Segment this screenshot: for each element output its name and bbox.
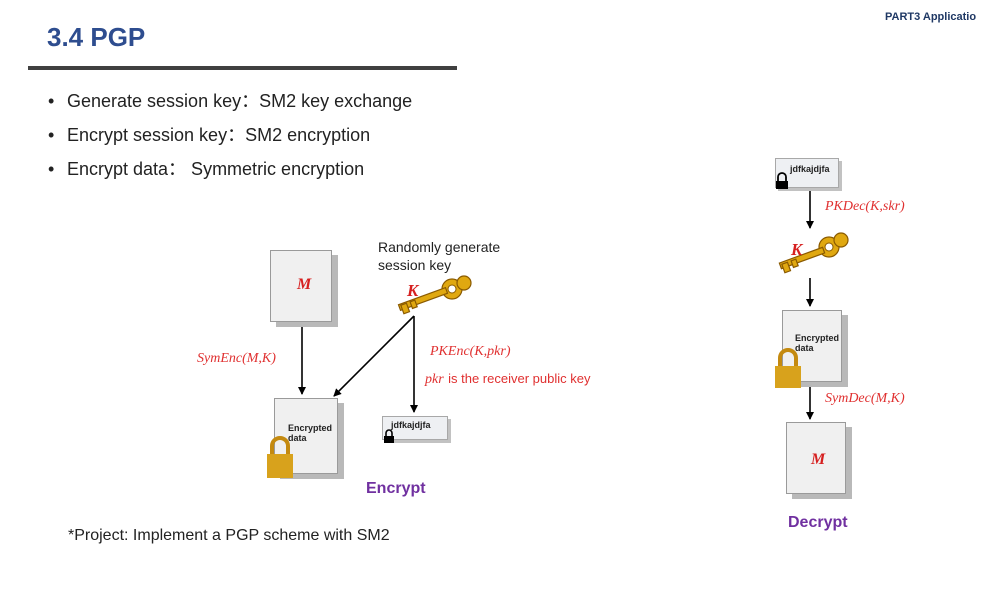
decrypt-key-label: K — [791, 240, 803, 259]
bullet-item: • Encrypt session key：SM2 encryption — [48, 122, 412, 156]
decrypt-message-label: M — [811, 451, 826, 468]
decrypt-small-lock-icon — [776, 172, 788, 189]
symdec-label: SymDec(M,K) — [825, 391, 905, 406]
arrow-key-to-data — [333, 315, 415, 397]
bullet-dot: • — [48, 159, 55, 179]
small-lock-icon — [384, 429, 394, 443]
encrypt-section-label: Encrypt — [366, 480, 426, 497]
decrypt-section-label: Decrypt — [788, 514, 848, 531]
part-label: PART3 Applicatio — [885, 11, 977, 23]
pkdec-label: PKDec(K,skr) — [825, 199, 905, 214]
encrypted-data-label: Encrypted data — [288, 423, 333, 443]
symenc-label: SymEnc(M,K) — [197, 351, 276, 366]
bullet-item: • Encrypt data： Symmetric encryption — [48, 156, 412, 190]
project-note: *Project: Implement a PGP scheme with SM… — [68, 527, 390, 544]
bullet-item: • Generate session key：SM2 key exchange — [48, 88, 412, 122]
pk-symbol: pkr — [425, 372, 444, 387]
decrypt-cipher-label: jdfkajdjfa — [790, 164, 830, 174]
bullet-list: • Generate session key：SM2 key exchange •… — [48, 88, 412, 190]
lock-icon — [267, 436, 293, 478]
bullet-text: Encrypt session key：SM2 encryption — [67, 125, 371, 145]
decrypt-key-icon — [778, 232, 849, 274]
title-divider — [28, 66, 457, 70]
decrypt-lock-icon — [775, 348, 801, 388]
bullet-text: Generate session key：SM2 key exchange — [67, 91, 413, 111]
pk-note-text: is the receiver public key — [448, 371, 591, 386]
bullet-text: Encrypt data： Symmetric encryption — [67, 159, 365, 179]
message-document: M — [270, 250, 332, 322]
cipher-label: jdfkajdjfa — [391, 420, 431, 430]
key-icon — [397, 275, 472, 315]
bullet-dot: • — [48, 125, 55, 145]
decrypt-encrypted-label: Encrypted data — [795, 333, 840, 353]
decrypted-message-document: M — [786, 422, 846, 494]
message-label: M — [297, 276, 312, 293]
page-title: 3.4 PGP — [47, 22, 146, 52]
pk-note: pkr is the receiver public key — [425, 370, 590, 388]
bullet-dot: • — [48, 91, 55, 111]
pkenc-label: PKEnc(K,pkr) — [430, 344, 511, 359]
random-key-caption: Randomly generate session key — [378, 239, 501, 273]
key-label: K — [407, 281, 419, 300]
